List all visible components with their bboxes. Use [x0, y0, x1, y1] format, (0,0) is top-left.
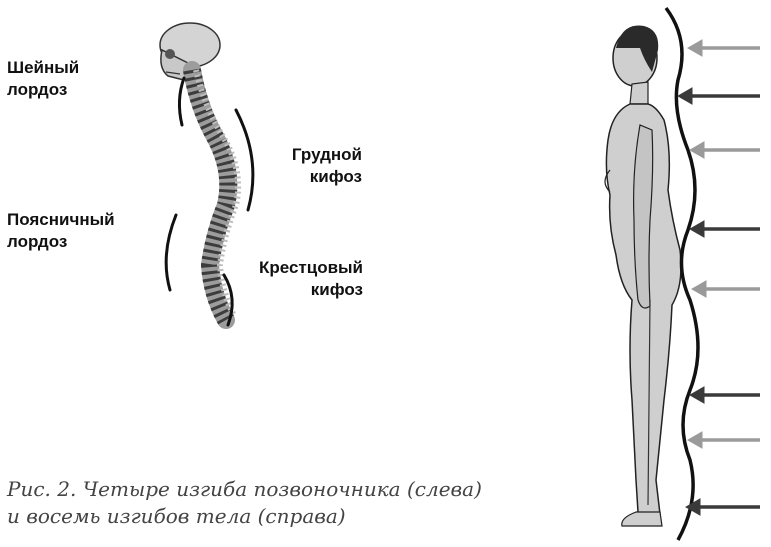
label-sacral-kyphosis: Крестцовый кифоз [238, 257, 363, 301]
thoracic-bracket [236, 110, 253, 210]
arrow-icon [692, 281, 760, 297]
vertebral-column [192, 70, 238, 320]
curvature-arrows [678, 40, 760, 515]
arrow-icon [688, 432, 760, 448]
arrow-icon [690, 387, 760, 403]
lumbar-bracket [166, 215, 176, 290]
arrow-icon [690, 142, 760, 158]
figure-caption: Рис. 2. Четыре изгиба позвоночника (слев… [7, 476, 482, 530]
caption-line-1: Рис. 2. Четыре изгиба позвоночника (слев… [7, 476, 482, 503]
arrow-icon [690, 221, 760, 237]
body-illustration [560, 0, 765, 547]
human-figure [605, 25, 681, 526]
label-lumbar-lordosis: Поясничный лордоз [7, 209, 115, 253]
label-cervical-lordosis: Шейный лордоз [7, 57, 79, 101]
arrow-icon [686, 499, 760, 515]
arrow-icon [678, 88, 760, 104]
caption-line-2: и восемь изгибов тела (справа) [7, 503, 482, 530]
cervical-bracket [179, 78, 184, 125]
label-thoracic-kyphosis: Грудной кифоз [262, 144, 362, 188]
arrow-icon [688, 40, 760, 56]
